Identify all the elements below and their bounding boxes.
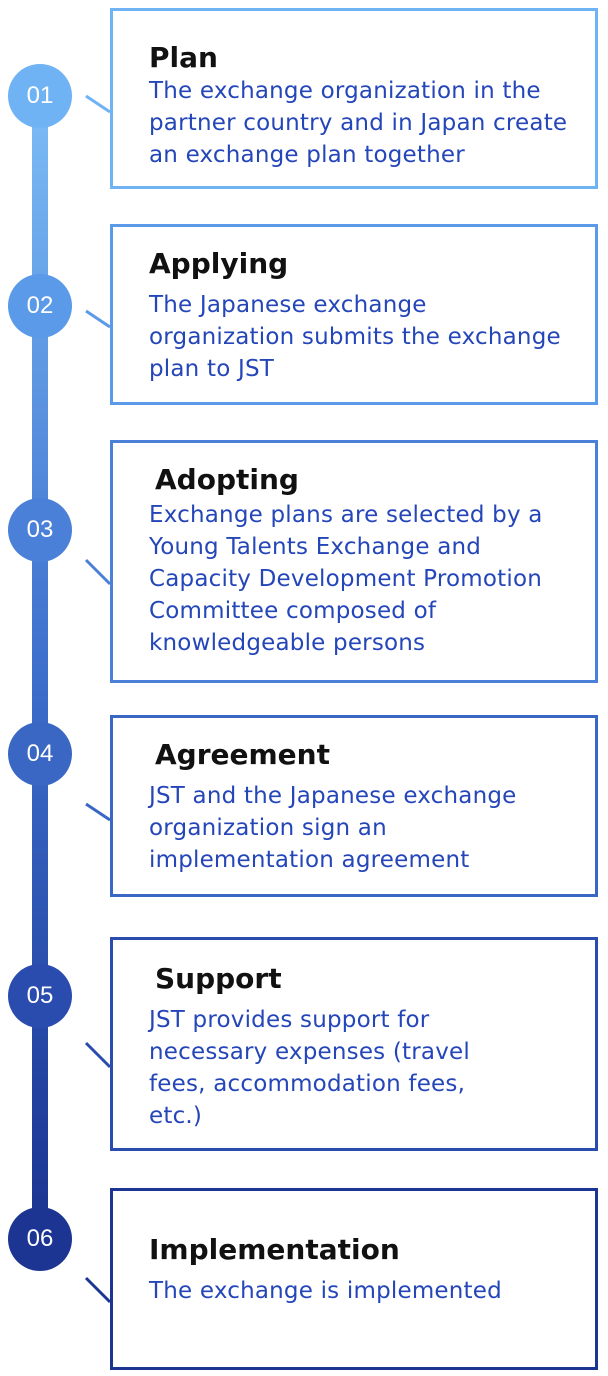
step-title: Applying xyxy=(149,247,289,280)
timeline-bar xyxy=(32,96,48,1241)
step-number-02: 02 xyxy=(8,274,72,338)
connector-04 xyxy=(85,802,111,822)
step-box-plan: Plan The exchange organization in the pa… xyxy=(110,8,598,189)
step-number-01: 01 xyxy=(8,64,72,128)
step-title: Adopting xyxy=(155,463,299,496)
step-number-05: 05 xyxy=(8,964,72,1028)
step-number-label: 04 xyxy=(26,740,54,767)
step-title: Implementation xyxy=(149,1233,400,1266)
step-number-06: 06 xyxy=(8,1207,72,1271)
connector-02 xyxy=(85,309,111,329)
step-description: The exchange is implemented xyxy=(149,1278,502,1304)
connector-01 xyxy=(85,94,111,114)
step-box-agreement: Agreement JST and the Japanese exchange … xyxy=(110,715,598,897)
step-number-label: 06 xyxy=(26,1225,54,1252)
step-title: Agreement xyxy=(155,738,330,771)
step-number-label: 01 xyxy=(26,82,54,109)
step-number-label: 05 xyxy=(26,982,54,1009)
step-title: Support xyxy=(155,962,282,995)
step-description: Exchange plans are selected by a Young T… xyxy=(149,502,543,656)
step-description: JST and the Japanese exchange organizati… xyxy=(149,783,517,873)
step-box-implementation: Implementation The exchange is implement… xyxy=(110,1188,598,1370)
step-number-label: 02 xyxy=(26,292,54,319)
step-box-support: Support JST provides support for necessa… xyxy=(110,937,598,1151)
step-number-04: 04 xyxy=(8,722,72,786)
step-description: The Japanese exchange organization submi… xyxy=(149,292,561,382)
step-title: Plan xyxy=(149,41,218,74)
step-number-label: 03 xyxy=(26,516,54,543)
step-description: The exchange organization in the partner… xyxy=(149,78,568,168)
step-box-adopting: Adopting Exchange plans are selected by … xyxy=(110,440,598,683)
connector-06 xyxy=(84,1276,112,1304)
step-box-applying: Applying The Japanese exchange organizat… xyxy=(110,224,598,405)
connector-05 xyxy=(84,1041,112,1069)
step-number-03: 03 xyxy=(8,498,72,562)
connector-03 xyxy=(84,558,112,586)
step-description: JST provides support for necessary expen… xyxy=(149,1007,470,1129)
